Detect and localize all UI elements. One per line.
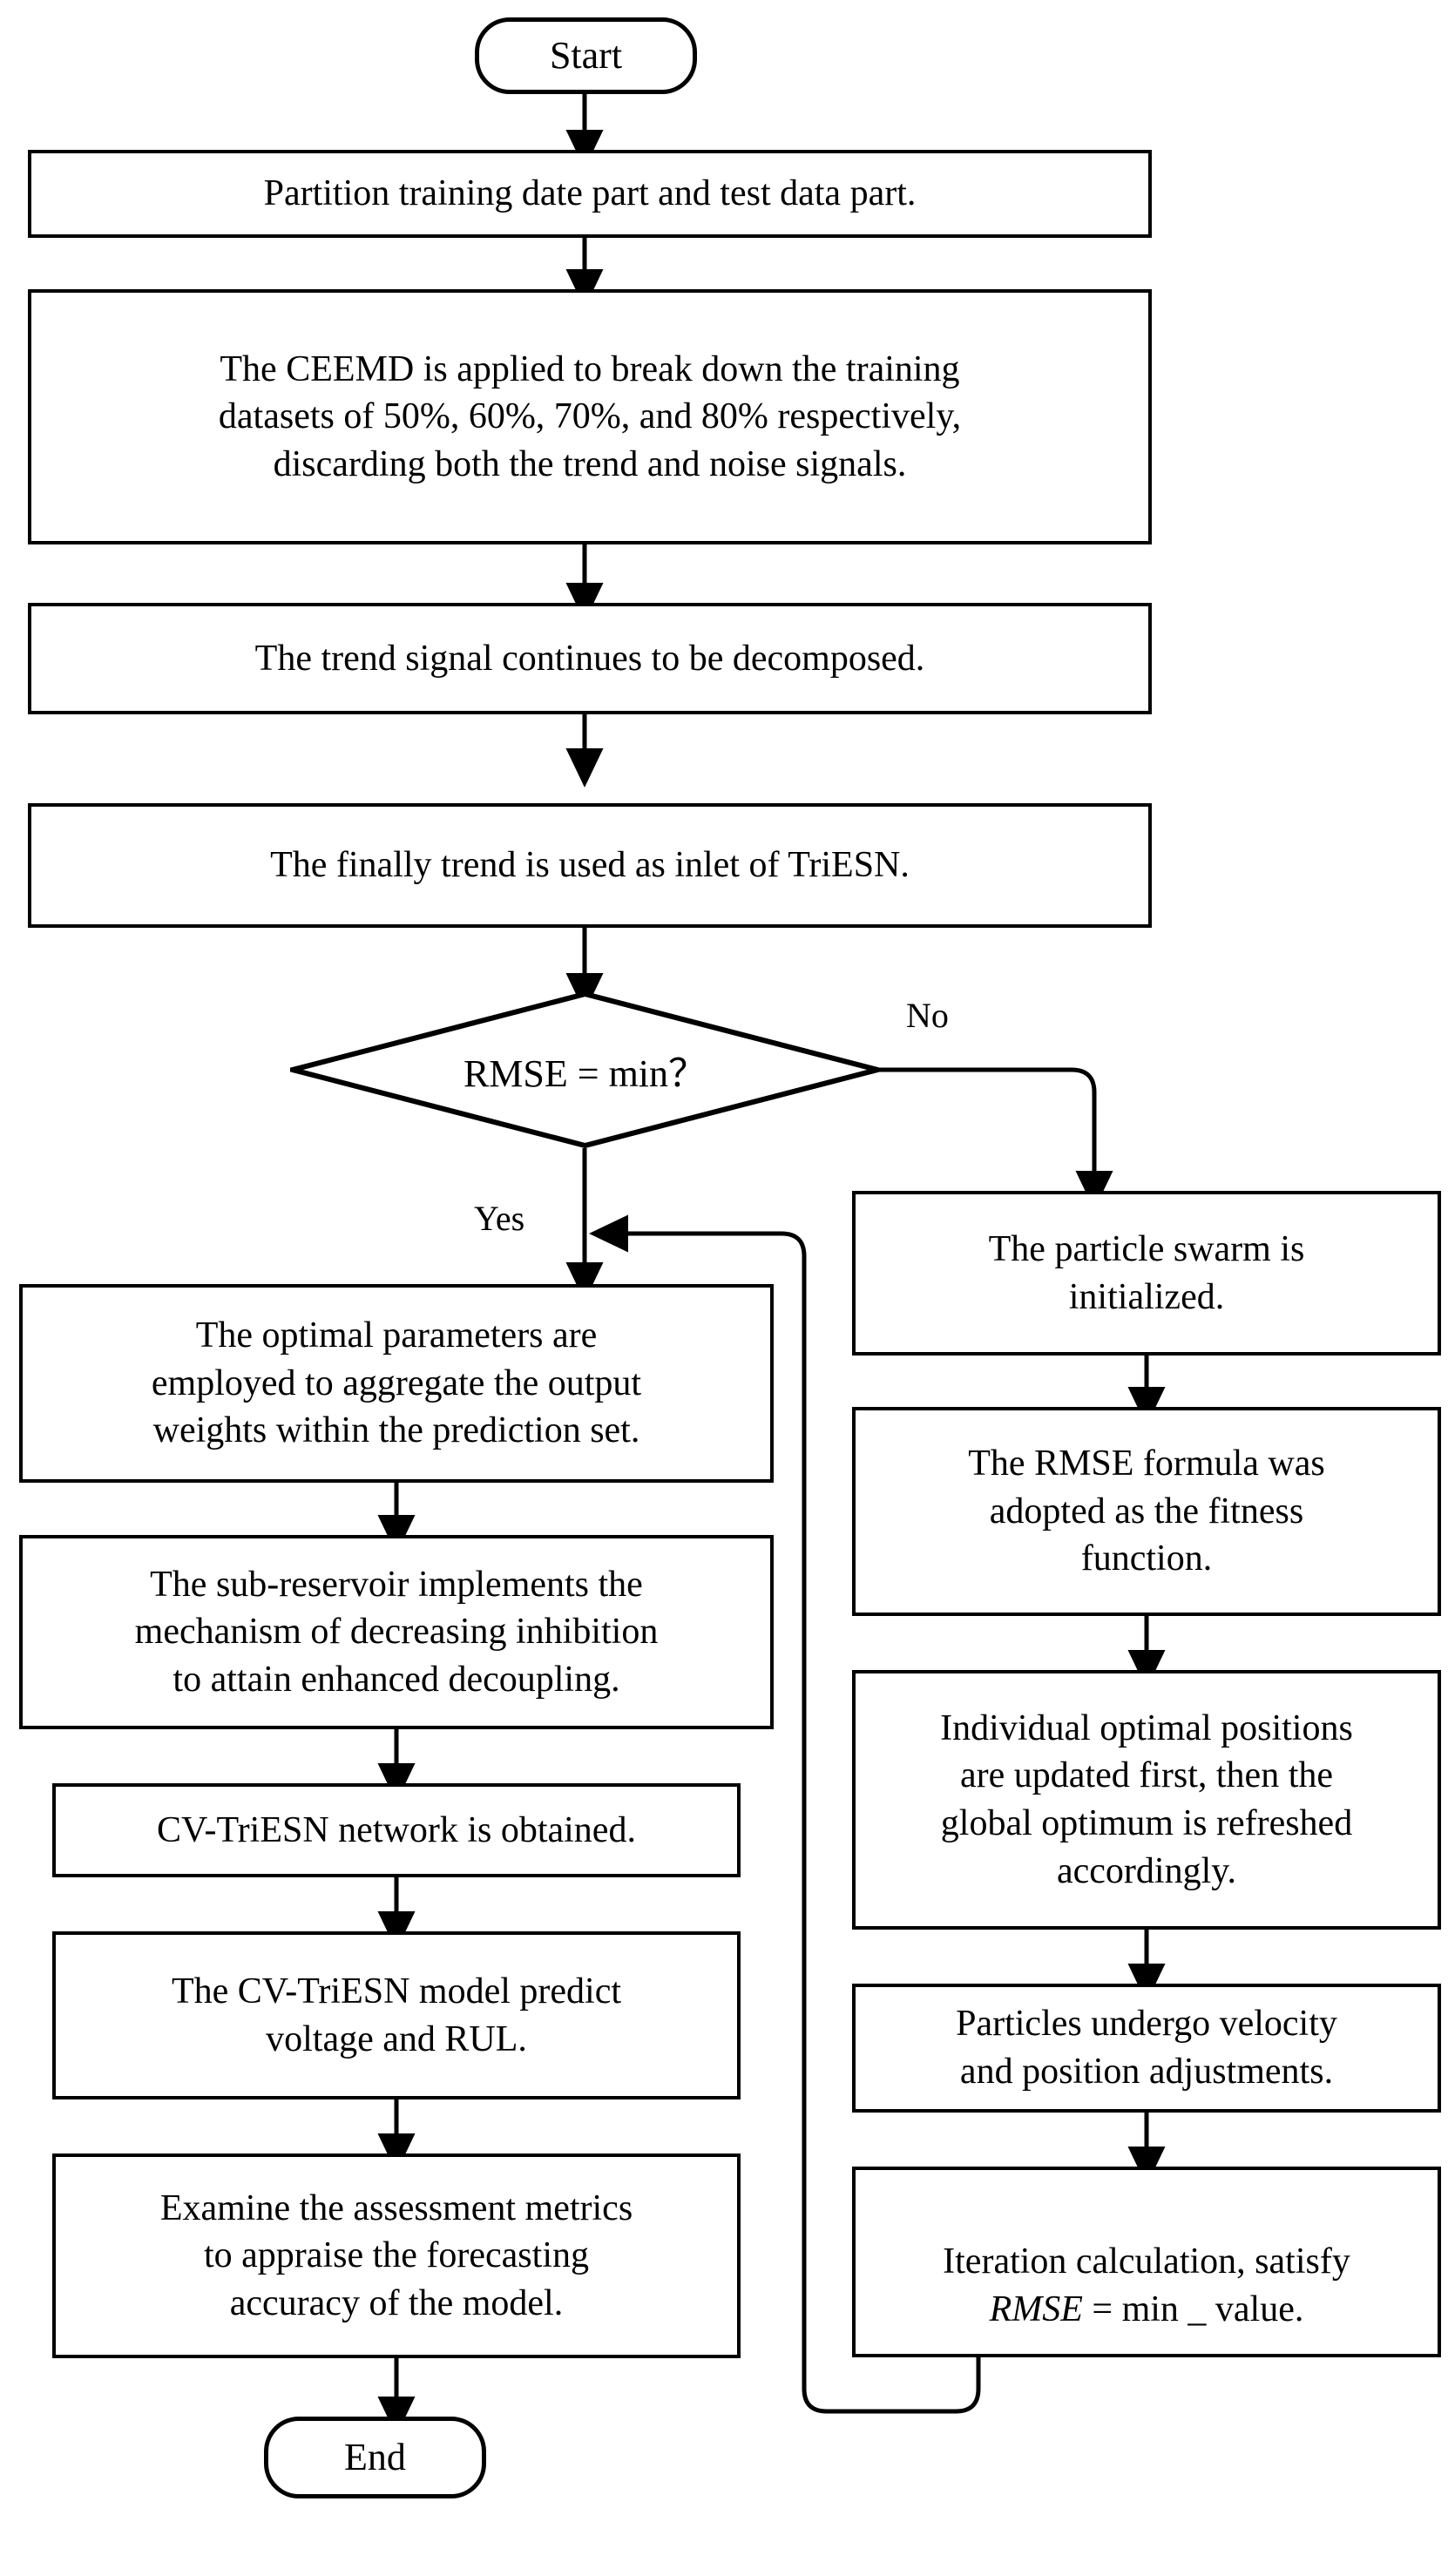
node-trend-decomposed: The trend signal continues to be decompo…: [28, 603, 1152, 714]
node-fitness-function: The RMSE formula was adopted as the fitn…: [852, 1407, 1441, 1616]
node-update-positions-label: Individual optimal positions are updated…: [940, 1707, 1353, 1891]
node-iteration: Iteration calculation, satisfy RMSE = mi…: [852, 2167, 1441, 2357]
node-model-predict: The CV-TriESN model predict voltage and …: [52, 1931, 741, 2099]
node-end-label: End: [344, 2436, 406, 2479]
node-iteration-label: Iteration calculation, satisfy RMSE = mi…: [943, 2191, 1350, 2334]
node-sub-reservoir-label: The sub-reservoir implements the mechani…: [134, 1564, 659, 1700]
node-velocity-position: Particles undergo velocity and position …: [852, 1984, 1441, 2113]
node-optimal-params-label: The optimal parameters are employed to a…: [151, 1315, 642, 1451]
node-ceemd-label: The CEEMD is applied to break down the t…: [218, 348, 962, 484]
node-sub-reservoir: The sub-reservoir implements the mechani…: [19, 1535, 774, 1729]
node-examine-metrics: Examine the assessment metrics to apprai…: [52, 2153, 741, 2358]
node-trend-inlet-label: The finally trend is used as inlet of Tr…: [270, 845, 910, 886]
node-network-obtained-label: CV-TriESN network is obtained.: [157, 1809, 636, 1850]
node-velocity-position-label: Particles undergo velocity and position …: [956, 2004, 1337, 2092]
node-ceemd: The CEEMD is applied to break down the t…: [28, 289, 1152, 544]
node-trend-decomposed-label: The trend signal continues to be decompo…: [254, 638, 925, 679]
node-start: Start: [475, 17, 697, 94]
node-decision-label: RMSE = min？: [463, 1052, 707, 1095]
node-swarm-init-label: The particle swarm is initialized.: [988, 1228, 1305, 1317]
edge-label-yes-text: Yes: [474, 1199, 525, 1238]
node-examine-metrics-label: Examine the assessment metrics to apprai…: [159, 2187, 633, 2323]
node-update-positions: Individual optimal positions are updated…: [852, 1670, 1441, 1930]
node-optimal-params: The optimal parameters are employed to a…: [19, 1284, 774, 1483]
node-iteration-prefix: Iteration calculation, satisfy: [943, 2241, 1350, 2282]
node-iteration-suffix: = min _ value.: [1082, 2289, 1304, 2329]
node-model-predict-label: The CV-TriESN model predict voltage and …: [171, 1971, 622, 2059]
node-partition-label: Partition training date part and test da…: [263, 173, 917, 214]
edge-label-yes: Yes: [474, 1198, 524, 1239]
edge-label-no-text: No: [906, 996, 949, 1035]
node-decision-rmse: RMSE = min？: [290, 991, 880, 1148]
node-start-label: Start: [549, 34, 623, 78]
node-fitness-function-label: The RMSE formula was adopted as the fitn…: [968, 1444, 1325, 1579]
edge-label-no: No: [906, 995, 949, 1036]
diamond-shape: [290, 991, 880, 1148]
node-partition: Partition training date part and test da…: [28, 150, 1152, 238]
node-network-obtained: CV-TriESN network is obtained.: [52, 1783, 741, 1877]
node-swarm-init: The particle swarm is initialized.: [852, 1191, 1441, 1356]
node-end: End: [264, 2417, 486, 2498]
node-trend-inlet: The finally trend is used as inlet of Tr…: [28, 803, 1152, 928]
node-iteration-italic: RMSE: [989, 2289, 1083, 2329]
